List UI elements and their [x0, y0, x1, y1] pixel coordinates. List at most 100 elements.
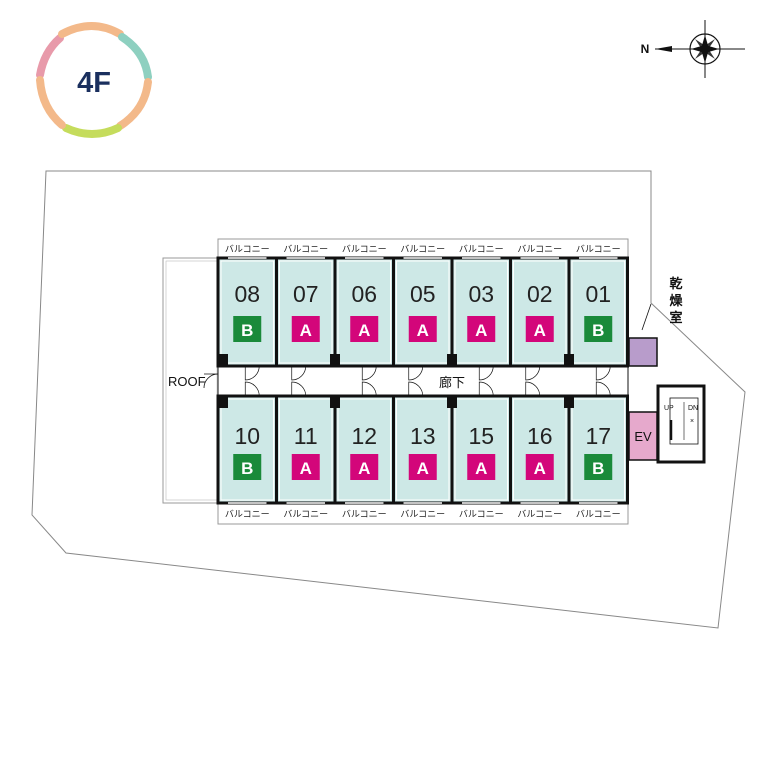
unit-17[interactable]: 17B — [567, 394, 629, 505]
unit-11[interactable]: 11A — [275, 394, 337, 505]
door-swing — [361, 381, 377, 397]
unit-room — [216, 394, 278, 505]
unit-number: 17 — [585, 423, 611, 449]
balcony-label: バルコニー — [400, 509, 445, 519]
unit-16[interactable]: 16A — [509, 394, 571, 505]
badge-ring-pink — [36, 34, 64, 79]
unit-03[interactable]: 03A — [450, 256, 512, 368]
unit-05[interactable]: 05A — [392, 256, 454, 368]
balcony-label: バルコニー — [342, 244, 387, 254]
unit-13[interactable]: 13A — [392, 394, 454, 505]
type-badge-a — [291, 454, 320, 480]
unit-inner-line — [220, 260, 274, 364]
unit-room — [216, 256, 278, 368]
unit-room — [392, 256, 454, 368]
type-badge-a — [291, 316, 320, 342]
type-badge-a — [467, 454, 496, 480]
unit-01[interactable]: 01B — [567, 256, 629, 368]
type-letter: A — [300, 459, 312, 478]
unit-room — [450, 394, 512, 505]
unit-inner-line — [454, 260, 508, 364]
unit-room — [567, 394, 629, 505]
unit-number: 11 — [294, 423, 318, 449]
badge-ring-teal — [118, 33, 152, 81]
unit-number: 10 — [234, 423, 260, 449]
elevator — [628, 411, 658, 461]
pillar — [330, 396, 340, 408]
stairs-mark: × — [690, 418, 694, 425]
unit-08[interactable]: 08B — [216, 256, 278, 368]
type-badge-a — [408, 316, 437, 342]
type-badge-a — [350, 316, 379, 342]
type-badge-a — [525, 316, 554, 342]
unit-inner-line — [337, 260, 391, 364]
balcony-label: バルコニー — [283, 509, 328, 519]
unit-room — [509, 394, 571, 505]
unit-inner-line — [396, 260, 450, 364]
corridor — [217, 365, 629, 397]
unit-inner-line — [279, 398, 333, 501]
type-letter: A — [300, 321, 312, 340]
type-letter: B — [592, 321, 604, 340]
pillar — [330, 354, 340, 366]
door-swing — [478, 381, 494, 397]
balcony-label: バルコニー — [283, 244, 328, 254]
badge-ring-orange2 — [116, 78, 152, 130]
unit-inner-line — [337, 398, 391, 501]
unit-number: 05 — [410, 281, 436, 307]
compass-icon: N — [641, 20, 745, 78]
badge-ring-orange3 — [36, 76, 66, 129]
unit-inner-line — [513, 398, 567, 501]
unit-inner-line — [396, 398, 450, 501]
pillar — [447, 396, 457, 408]
unit-room — [450, 256, 512, 368]
unit-number: 03 — [468, 281, 494, 307]
stairs-up-label: UP — [664, 405, 674, 412]
pillar — [447, 354, 457, 366]
type-letter: A — [358, 321, 370, 340]
balcony-label: バルコニー — [400, 244, 445, 254]
drying-room-label-1: 乾 — [669, 276, 682, 291]
elevator-label: EV — [634, 429, 652, 444]
unit-10[interactable]: 10B — [216, 394, 278, 505]
unit-number: 02 — [527, 281, 553, 307]
pillar — [564, 396, 574, 408]
unit-12[interactable]: 12A — [333, 394, 395, 505]
balcony-label: バルコニー — [225, 509, 270, 519]
unit-number: 16 — [527, 423, 553, 449]
unit-inner-line — [454, 398, 508, 501]
type-badge-b — [584, 316, 613, 342]
door-swing — [291, 381, 307, 397]
type-letter: B — [592, 459, 604, 478]
balcony-label: バルコニー — [459, 244, 504, 254]
drying-room-label-3: 室 — [669, 310, 682, 325]
unit-06[interactable]: 06A — [333, 256, 395, 368]
unit-room — [275, 256, 337, 368]
pillar — [218, 354, 228, 366]
door-swing — [408, 381, 424, 397]
door-swing — [361, 365, 377, 381]
compass-north-label: N — [641, 42, 650, 56]
pillar — [218, 396, 228, 408]
door-swing — [595, 381, 611, 397]
type-letter: A — [417, 321, 429, 340]
type-letter: B — [241, 321, 253, 340]
unit-room — [509, 256, 571, 368]
unit-15[interactable]: 15A — [450, 394, 512, 505]
type-badge-a — [408, 454, 437, 480]
unit-02[interactable]: 02A — [509, 256, 571, 368]
type-letter: A — [534, 459, 546, 478]
balcony-label: バルコニー — [459, 509, 504, 519]
type-letter: A — [534, 321, 546, 340]
balcony-label: バルコニー — [225, 244, 270, 254]
door-swing — [291, 365, 307, 381]
unit-number: 12 — [351, 423, 377, 449]
door-swing — [595, 365, 611, 381]
unit-inner-line — [571, 398, 625, 501]
type-letter: B — [241, 459, 253, 478]
type-badge-a — [467, 316, 496, 342]
badge-ring-lime — [62, 124, 122, 138]
unit-number: 15 — [468, 423, 494, 449]
balcony-label: バルコニー — [576, 244, 621, 254]
unit-07[interactable]: 07A — [275, 256, 337, 368]
